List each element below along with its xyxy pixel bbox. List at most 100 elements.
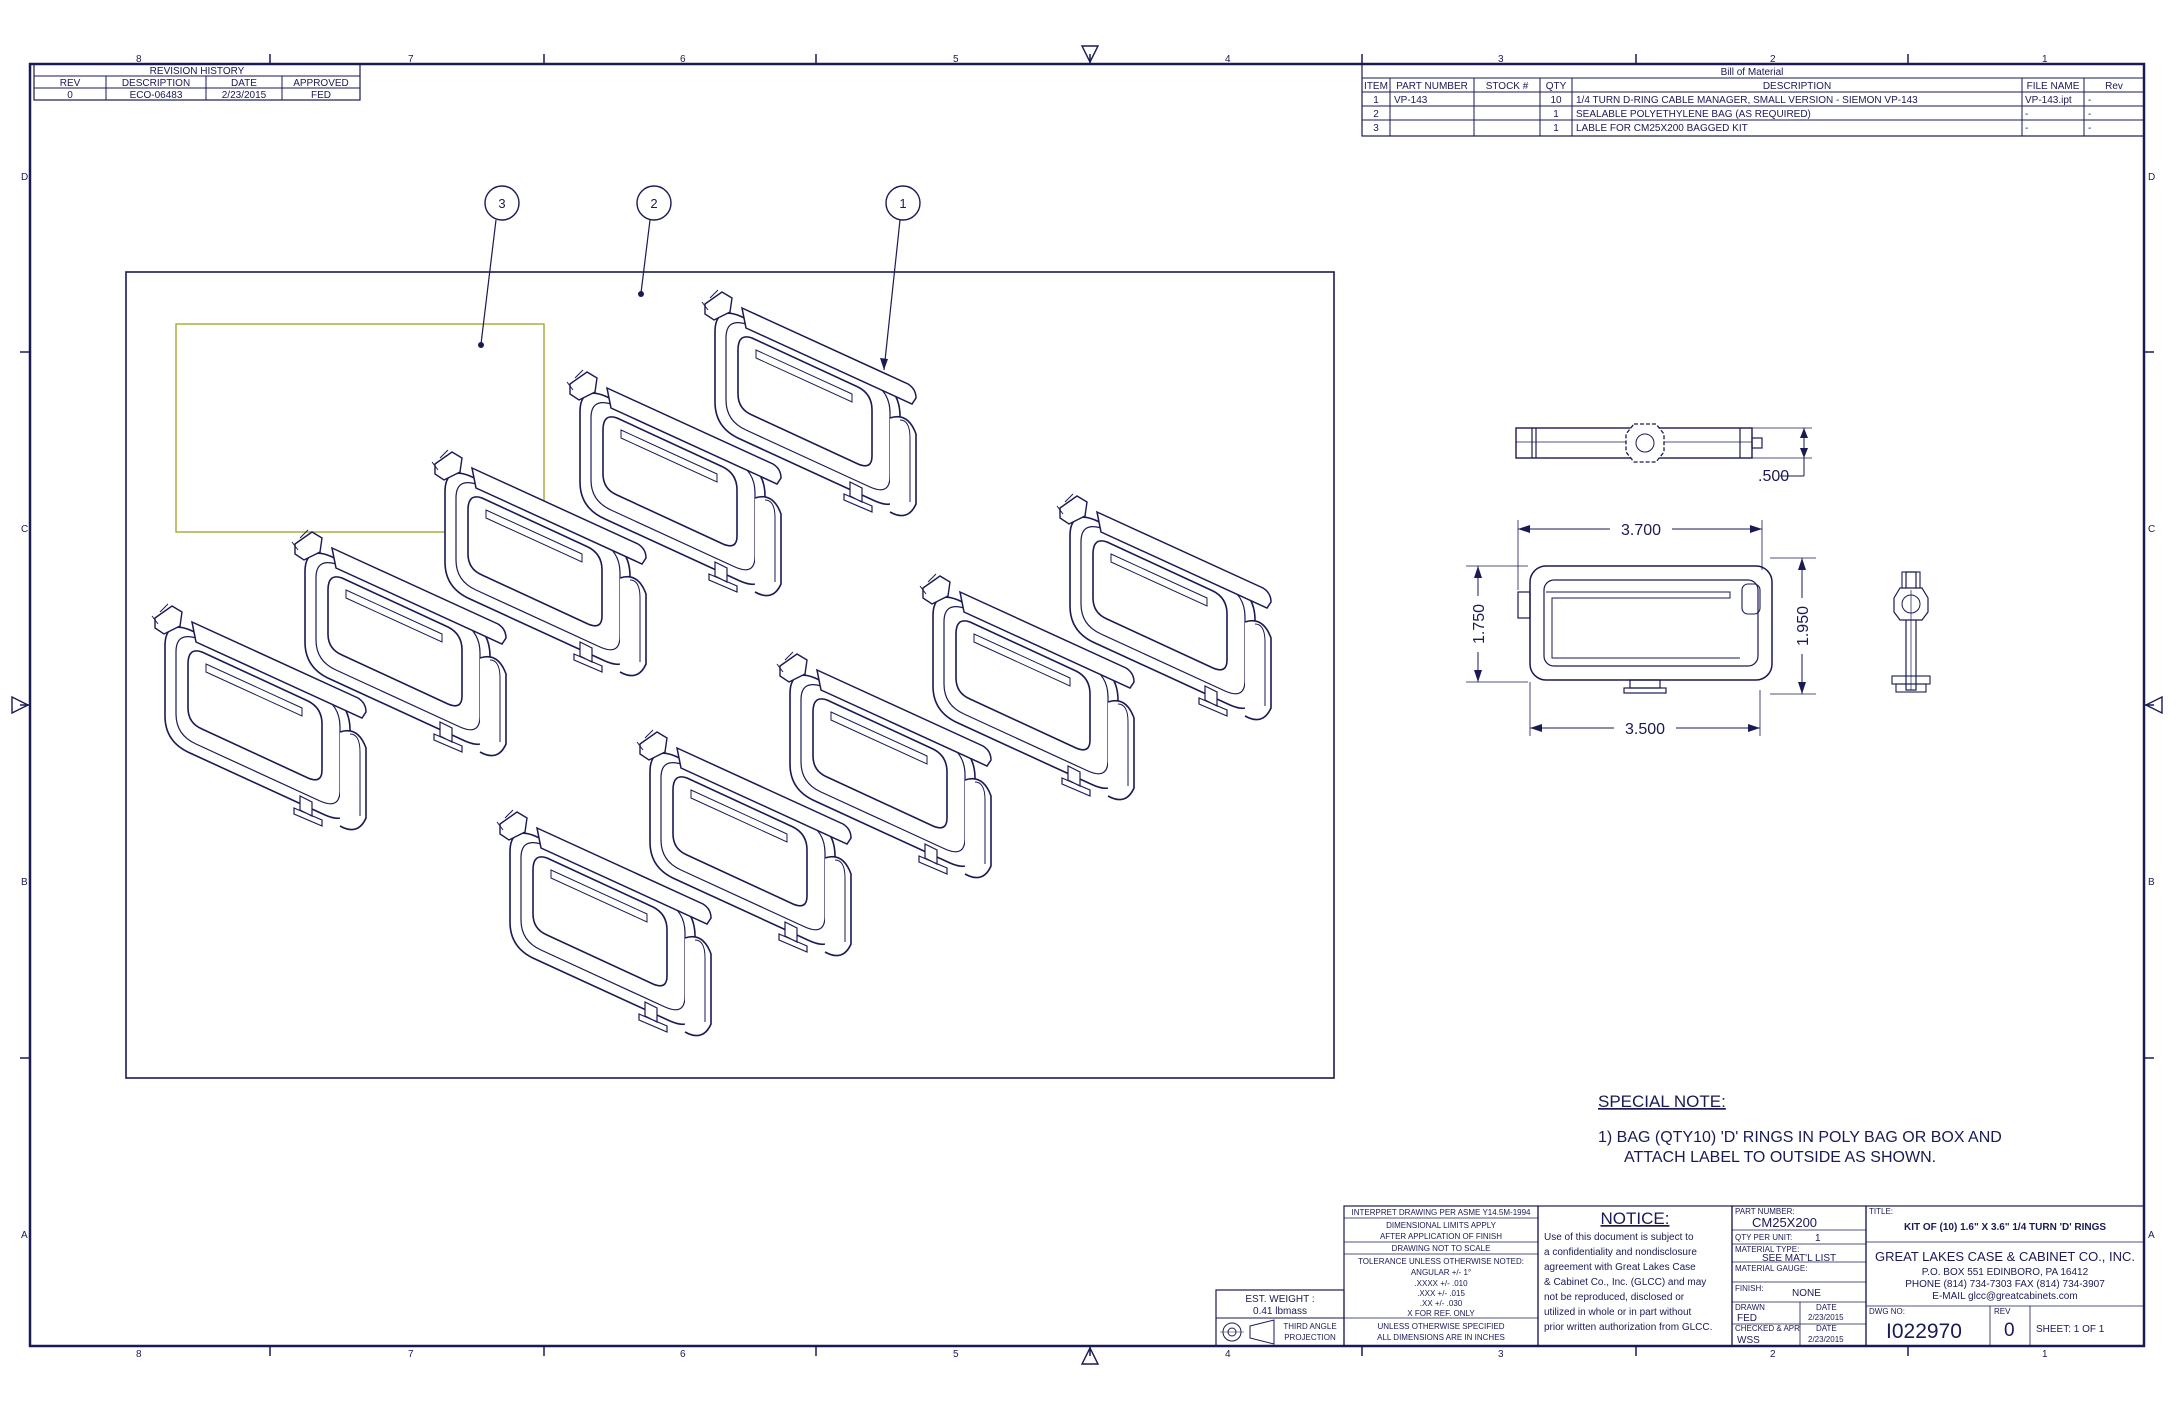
notice-title: NOTICE: [1601, 1209, 1670, 1228]
zone-row-d-left: D [21, 172, 28, 183]
checked-date-label: DATE [1816, 1324, 1837, 1333]
tol-xxx: .XXX +/- .015 [1417, 1289, 1465, 1298]
leader-3 [480, 219, 497, 345]
tol-finish: AFTER APPLICATION OF FINISH [1380, 1232, 1502, 1241]
bom-row1-file: VP-143.ipt [2025, 95, 2072, 106]
zone-col-6-bottom: 6 [680, 1349, 686, 1360]
rev-row-description: ECO-06483 [130, 90, 183, 101]
title-block: EST. WEIGHT : 0.41 lbmass THIRD ANGLE PR… [1215, 1205, 2145, 1347]
tol-limits: DIMENSIONAL LIMITS APPLY [1386, 1221, 1496, 1230]
zone-labels: 8 7 6 5 4 3 2 1 8 7 6 5 4 3 2 1 D C B A … [21, 54, 2155, 1360]
drawn-label: DRAWN [1735, 1303, 1765, 1312]
dim-overall-length: 3.700 [1621, 522, 1661, 539]
est-weight-label: EST. WEIGHT : [1245, 1294, 1314, 1305]
bom-row2-rev: - [2088, 109, 2091, 120]
tol-not-to-scale: DRAWING NOT TO SCALE [1392, 1244, 1491, 1253]
checked-date-value: 2/23/2015 [1808, 1335, 1844, 1344]
leader-3-dot [478, 342, 484, 348]
center-mark-bottom [1080, 1346, 1100, 1365]
bom-title: Bill of Material [1721, 67, 1784, 78]
drawn-value: FED [1737, 1313, 1757, 1324]
notice-line5: not be reproduced, disclosed or [1544, 1292, 1685, 1303]
tol-xxxx: .XXXX +/- .010 [1414, 1279, 1468, 1288]
notice-line6: utilized in whole or in part without [1544, 1307, 1692, 1318]
bom-row3-description: LABLE FOR CM25X200 BAGGED KIT [1576, 123, 1748, 134]
bom-header-qty: QTY [1546, 81, 1567, 92]
qty-label: QTY PER UNIT: [1735, 1233, 1792, 1242]
checked-value: WSS [1737, 1335, 1760, 1346]
zone-row-d-right: D [2148, 172, 2155, 183]
dim-overall-height: 1.750 [1471, 604, 1488, 644]
zone-col-7-bottom: 7 [408, 1349, 414, 1360]
bom-header-description: DESCRIPTION [1763, 81, 1831, 92]
bom-header-file-name: FILE NAME [2027, 81, 2080, 92]
zone-col-5-bottom: 5 [953, 1349, 959, 1360]
part-number-label: PART NUMBER: [1735, 1207, 1795, 1216]
bom-row1-item: 1 [1373, 95, 1379, 106]
special-note-title: SPECIAL NOTE: [1598, 1092, 1726, 1111]
bom-header-item: ITEM [1364, 81, 1388, 92]
zone-col-2-top: 2 [1770, 54, 1776, 65]
part-number-value: CM25X200 [1752, 1215, 1817, 1230]
rev-row-rev: 0 [67, 90, 73, 101]
revision-history-title: REVISION HISTORY [150, 66, 245, 77]
drawn-date-value: 2/23/2015 [1808, 1313, 1844, 1322]
dwg-no-value: I022970 [1886, 1320, 1962, 1343]
bom-row1-description: 1/4 TURN D-RING CABLE MANAGER, SMALL VER… [1576, 95, 1918, 106]
finish-value: NONE [1792, 1288, 1821, 1299]
company-email: E-MAIL glcc@greatcabinets.com [1932, 1291, 2077, 1302]
tol-inches: ALL DIMENSIONS ARE IN INCHES [1377, 1333, 1505, 1342]
kit-label-outline [175, 323, 545, 533]
bom-row2-description: SEALABLE POLYETHYLENE BAG (AS REQUIRED) [1576, 109, 1811, 120]
bom-header-rev: Rev [2105, 81, 2123, 92]
third-angle-projection-icon [1220, 1319, 1275, 1345]
zone-col-4-bottom: 4 [1225, 1349, 1231, 1360]
revision-history-table: REVISION HISTORY REV DESCRIPTION DATE AP… [33, 63, 361, 101]
tol-header: TOLERANCE UNLESS OTHERWISE NOTED: [1358, 1257, 1524, 1266]
side-view [1891, 571, 1931, 693]
dim-opening-height: 1.950 [1795, 606, 1812, 646]
rev-header-rev: REV [60, 78, 81, 89]
notice-line1: Use of this document is subject to [1544, 1232, 1694, 1243]
material-type-label: MATERIAL TYPE: [1735, 1245, 1799, 1254]
zone-row-b-left: B [21, 877, 28, 888]
balloon-3 [484, 185, 520, 221]
drawing-title: KIT OF (10) 1.6" X 3.6" 1/4 TURN 'D' RIN… [1904, 1222, 2106, 1233]
bom-row3-item: 3 [1373, 123, 1379, 134]
balloon-3-label: 3 [498, 196, 505, 211]
zone-row-c-right: C [2148, 524, 2155, 535]
bom-row1-qty: 10 [1550, 95, 1562, 106]
balloon-2-label: 2 [650, 196, 657, 211]
tol-angular: ANGULAR +/- 1° [1411, 1268, 1471, 1277]
notice-line4: & Cabinet Co., Inc. (GLCC) and may [1544, 1277, 1706, 1288]
zone-col-5-top: 5 [953, 54, 959, 65]
front-view: 3.700 1.750 1.950 3.500 [1466, 520, 1816, 738]
center-mark-left [11, 695, 30, 715]
zone-col-4-top: 4 [1225, 54, 1231, 65]
zone-col-1-top: 1 [2042, 54, 2048, 65]
leader-2-dot [638, 291, 644, 297]
balloon-1-label: 1 [899, 196, 906, 211]
bom-row3-file: - [2025, 123, 2028, 134]
zone-row-a-left: A [21, 1230, 28, 1241]
isometric-kit-view: 3 2 1 [125, 185, 1335, 1079]
dim-thickness: .500 [1758, 468, 1789, 485]
rev-header-date: DATE [231, 78, 257, 89]
company-phone: PHONE (814) 734-7303 FAX (814) 734-3907 [1905, 1279, 2105, 1290]
zone-row-a-right: A [2148, 1230, 2155, 1241]
bom-row1-part: VP-143 [1394, 95, 1428, 106]
rev-header-description: DESCRIPTION [122, 78, 190, 89]
rev-value: 0 [2004, 1320, 2015, 1341]
rev-header-approved: APPROVED [293, 78, 349, 89]
bom-header-part-number: PART NUMBER [1396, 81, 1468, 92]
center-mark-right [2144, 695, 2163, 715]
bill-of-material-table: Bill of Material ITEM PART NUMBER STOCK … [1361, 63, 2145, 137]
special-note-line1: 1) BAG (QTY10) 'D' RINGS IN POLY BAG OR … [1598, 1129, 2002, 1146]
zone-col-8-bottom: 8 [136, 1349, 142, 1360]
bom-row2-qty: 1 [1553, 109, 1559, 120]
zone-col-7-top: 7 [408, 54, 414, 65]
zone-row-c-left: C [21, 524, 28, 535]
rev-row-approved: FED [311, 90, 331, 101]
zone-col-6-top: 6 [680, 54, 686, 65]
